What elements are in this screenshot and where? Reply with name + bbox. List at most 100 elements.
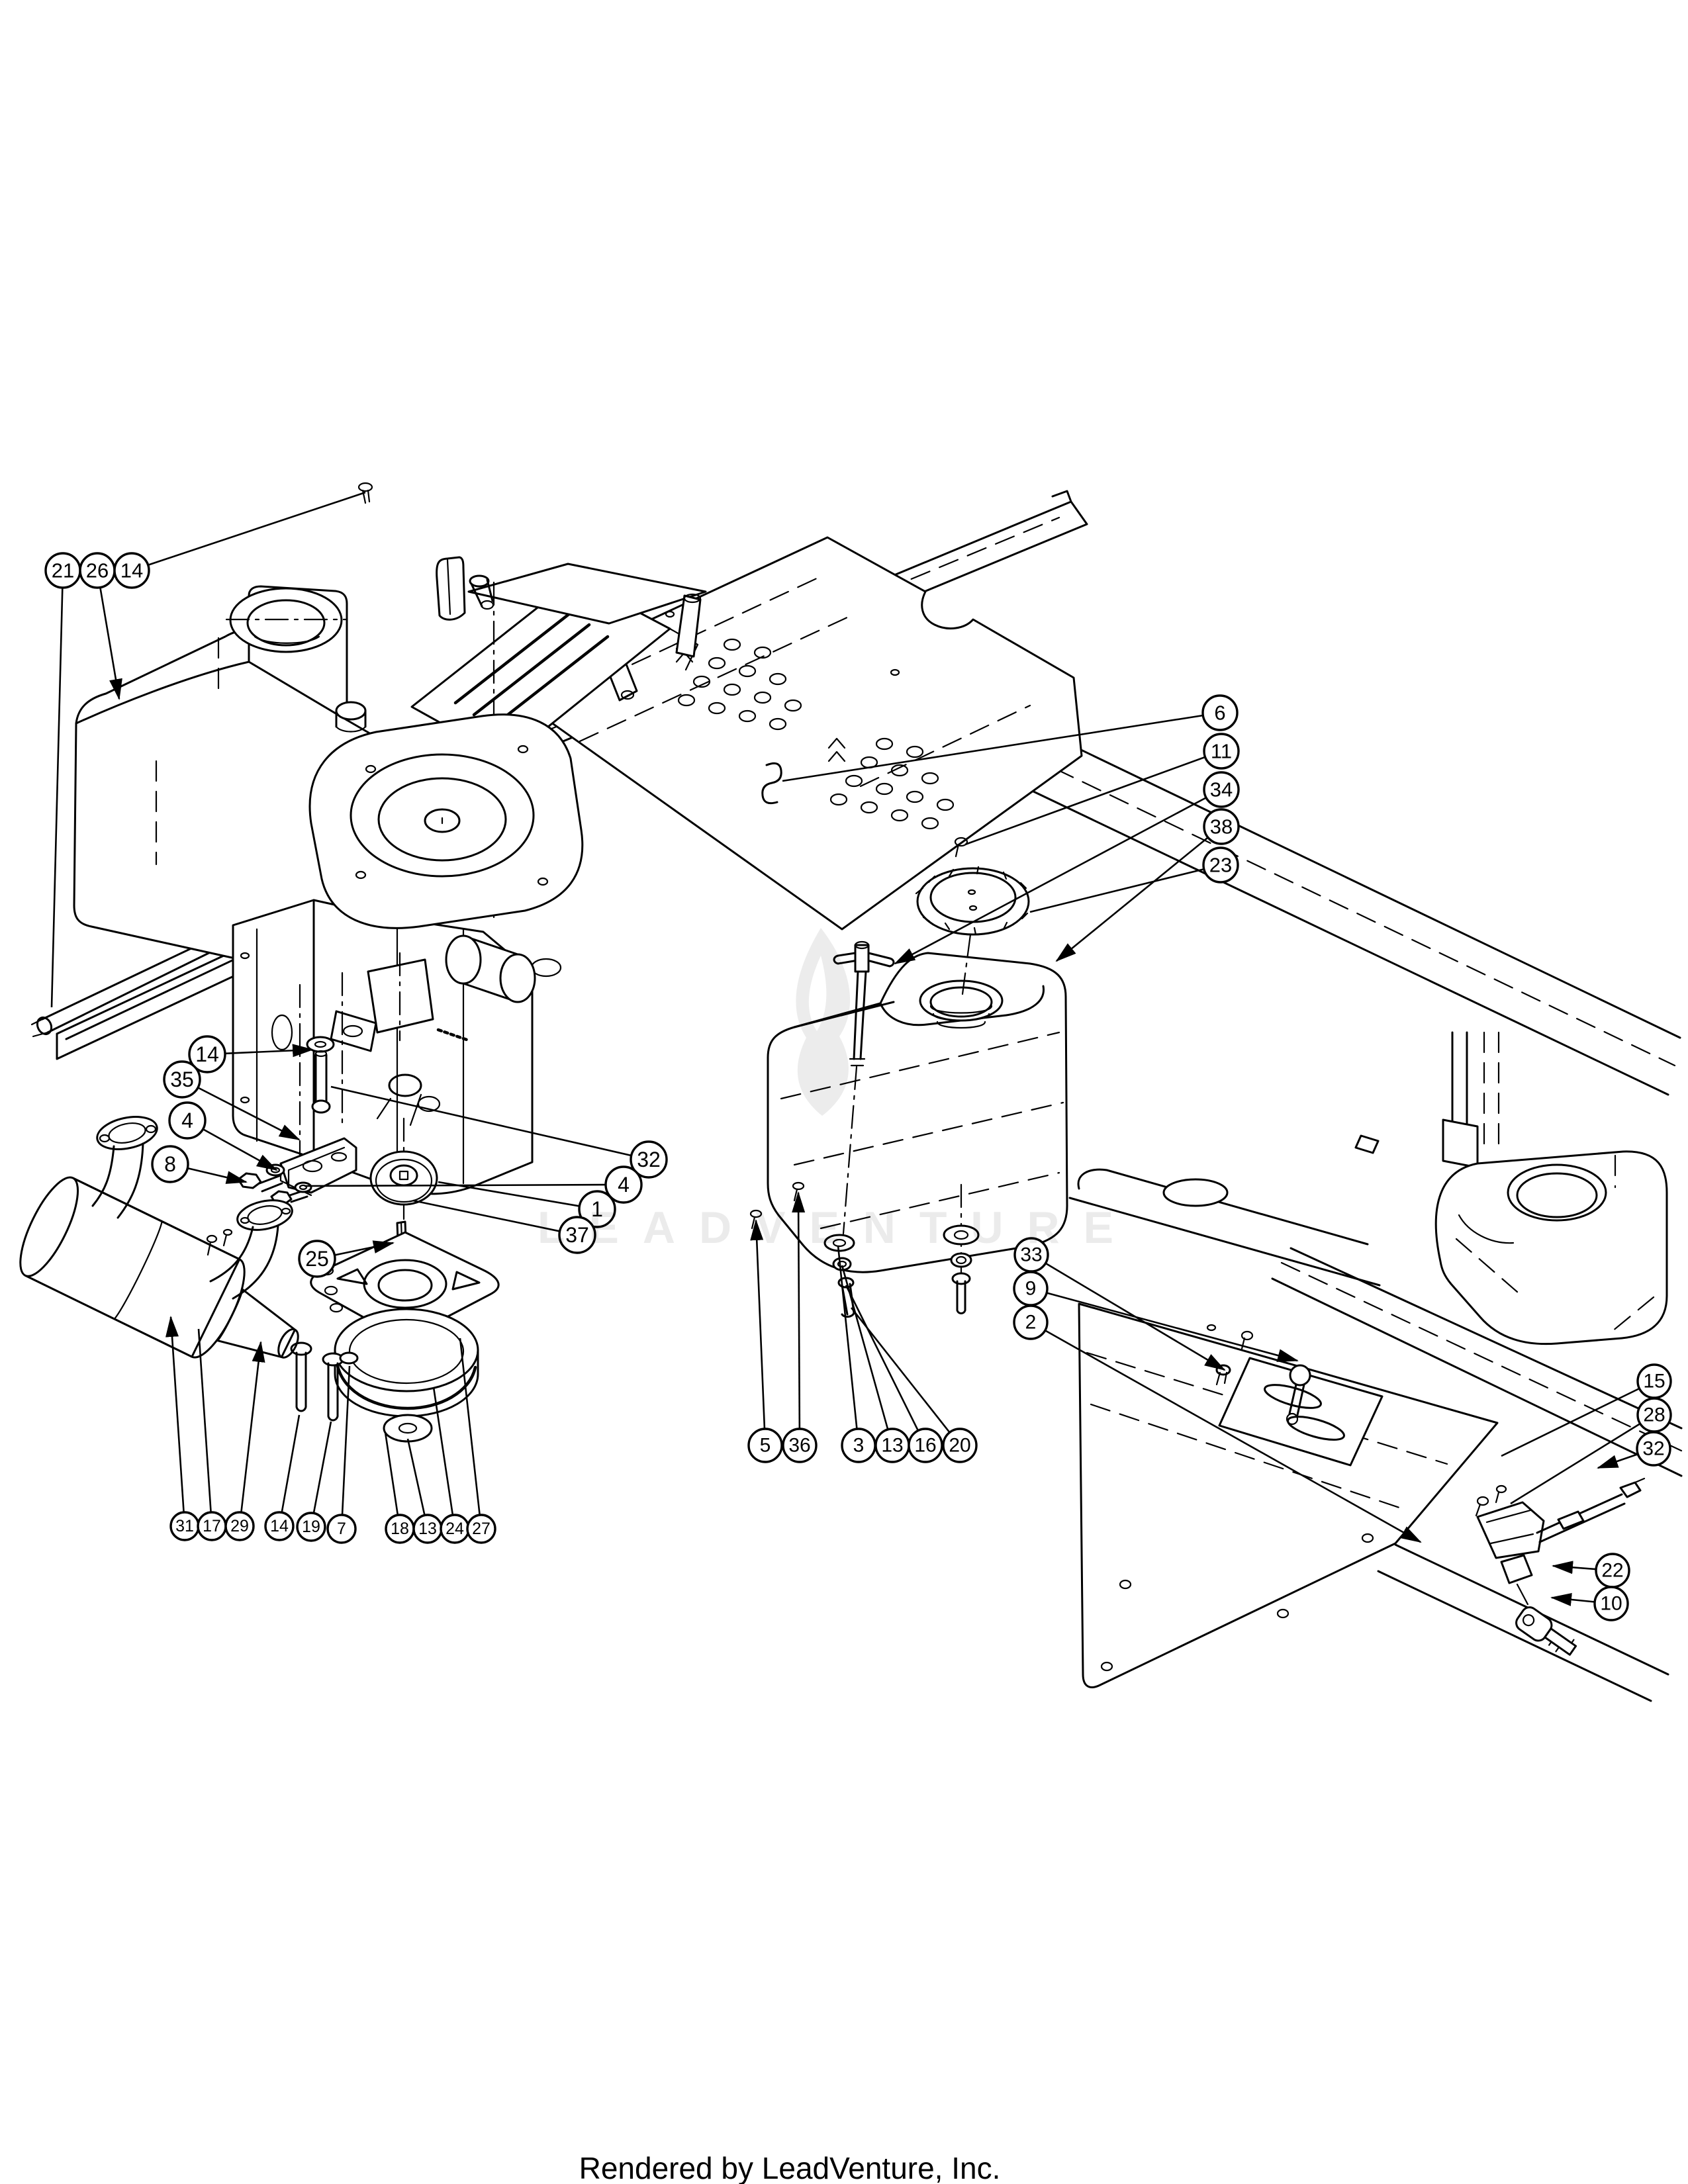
callout-balloon bbox=[942, 1428, 978, 1463]
callout-37[interactable]: 37 bbox=[412, 1199, 596, 1254]
callout-number: 21 bbox=[52, 559, 74, 582]
callout-19[interactable]: 19 bbox=[296, 1421, 332, 1542]
callout-number: 1 bbox=[591, 1197, 603, 1221]
fuel-fitting bbox=[335, 701, 367, 733]
callout-13[interactable]: 13 bbox=[406, 1438, 443, 1544]
fuel-cap-left bbox=[225, 587, 347, 653]
callout-number: 26 bbox=[86, 559, 109, 582]
clutch-plate bbox=[310, 1231, 500, 1333]
callout-number: 35 bbox=[170, 1068, 194, 1091]
callout-balloon bbox=[1636, 1431, 1671, 1467]
exhaust-pipe-right bbox=[209, 1199, 293, 1300]
callout-17[interactable]: 17 bbox=[197, 1328, 227, 1541]
callout-balloon bbox=[224, 1511, 255, 1541]
callout-number: 22 bbox=[1601, 1560, 1623, 1582]
callout-4[interactable]: 4 bbox=[304, 1165, 643, 1204]
callout-number: 2 bbox=[1025, 1312, 1037, 1334]
callout-number: 37 bbox=[565, 1223, 589, 1247]
callout-number: 28 bbox=[1643, 1404, 1665, 1426]
callout-balloon bbox=[298, 1240, 336, 1278]
footer: Rendered by LeadVenture, Inc. bbox=[579, 2151, 1001, 2184]
callout-13[interactable]: 13 bbox=[841, 1265, 910, 1463]
callout-6[interactable]: 6 bbox=[782, 694, 1239, 782]
callout-balloon bbox=[188, 1035, 226, 1073]
callout-number: 6 bbox=[1214, 702, 1225, 725]
callout-7[interactable]: 7 bbox=[326, 1365, 357, 1544]
console-tank bbox=[1434, 1150, 1668, 1345]
callout-2[interactable]: 2 bbox=[1013, 1304, 1422, 1543]
footer-credit: Rendered by LeadVenture, Inc. bbox=[579, 2151, 1001, 2184]
callout-number: 18 bbox=[391, 1520, 409, 1538]
callout-balloon bbox=[1201, 694, 1239, 731]
callout-number: 11 bbox=[1211, 740, 1232, 763]
callout-25[interactable]: 25 bbox=[298, 1240, 395, 1278]
callout-5[interactable]: 5 bbox=[747, 1219, 783, 1463]
callout-balloon bbox=[163, 1060, 201, 1099]
callout-number: 5 bbox=[760, 1435, 771, 1457]
callout-1[interactable]: 1 bbox=[438, 1181, 616, 1228]
callout-balloon bbox=[113, 552, 150, 589]
callout-number: 14 bbox=[270, 1517, 289, 1535]
callout-8[interactable]: 8 bbox=[151, 1145, 248, 1184]
callout-number: 36 bbox=[788, 1435, 810, 1457]
callout-11[interactable]: 11 bbox=[964, 733, 1240, 846]
callout-number: 3 bbox=[853, 1435, 865, 1457]
callout-22[interactable]: 22 bbox=[1552, 1553, 1630, 1588]
callout-balloon bbox=[1203, 733, 1240, 770]
callout-number: 25 bbox=[305, 1247, 329, 1271]
air-cleaner-cover bbox=[350, 753, 535, 878]
callout-10[interactable]: 10 bbox=[1550, 1586, 1629, 1621]
callout-36[interactable]: 36 bbox=[782, 1191, 818, 1463]
callout-balloon bbox=[326, 1514, 357, 1544]
callout-31[interactable]: 31 bbox=[165, 1316, 200, 1541]
callout-35[interactable]: 35 bbox=[163, 1060, 301, 1141]
callout-number: 23 bbox=[1209, 854, 1232, 877]
callout-38[interactable]: 38 bbox=[1055, 808, 1240, 962]
callout-32[interactable]: 32 bbox=[1597, 1431, 1671, 1469]
clutch-drum bbox=[334, 1308, 479, 1418]
callout-number: 13 bbox=[418, 1520, 437, 1538]
callout-balloon bbox=[1593, 1586, 1629, 1621]
throttle-cable bbox=[1475, 1477, 1646, 1608]
callout-27[interactable]: 27 bbox=[459, 1338, 496, 1544]
callout-number: 8 bbox=[164, 1152, 176, 1176]
callout-26[interactable]: 26 bbox=[79, 552, 122, 700]
callout-balloon bbox=[264, 1511, 295, 1541]
callout-20[interactable]: 20 bbox=[850, 1307, 978, 1463]
callout-balloon bbox=[296, 1512, 326, 1542]
frame-assembly bbox=[30, 482, 1681, 1096]
callout-29[interactable]: 29 bbox=[224, 1341, 265, 1541]
callout-34[interactable]: 34 bbox=[894, 771, 1240, 965]
callout-balloon bbox=[630, 1140, 668, 1179]
callout-4[interactable]: 4 bbox=[168, 1101, 278, 1171]
callout-3[interactable]: 3 bbox=[837, 1245, 876, 1463]
callout-balloon bbox=[604, 1165, 643, 1204]
callout-28[interactable]: 28 bbox=[1510, 1397, 1672, 1505]
callout-number: 32 bbox=[1642, 1438, 1664, 1460]
leadventure-flame-logo-icon bbox=[796, 928, 851, 1116]
callout-14[interactable]: 14 bbox=[264, 1414, 301, 1541]
callout-number: 13 bbox=[881, 1435, 903, 1457]
callout-number: 31 bbox=[175, 1517, 194, 1535]
choke-panel bbox=[1218, 1357, 1383, 1467]
callout-32[interactable]: 32 bbox=[330, 1085, 668, 1179]
callout-15[interactable]: 15 bbox=[1501, 1363, 1672, 1457]
callout-14[interactable]: 14 bbox=[188, 1035, 314, 1073]
callout-24[interactable]: 24 bbox=[432, 1387, 470, 1544]
callout-number: 34 bbox=[1210, 778, 1233, 801]
callout-number: 24 bbox=[445, 1520, 464, 1538]
callout-number: 9 bbox=[1025, 1278, 1037, 1300]
callout-balloon bbox=[1203, 808, 1240, 845]
callout-number: 10 bbox=[1600, 1593, 1622, 1615]
right-fuel-tank-assembly bbox=[749, 866, 1068, 1318]
callout-14[interactable]: 14 bbox=[113, 491, 366, 589]
callout-number: 7 bbox=[337, 1520, 346, 1538]
callout-balloon bbox=[1203, 771, 1240, 808]
watermark: LEADVENTURE bbox=[538, 928, 1113, 1253]
callout-23[interactable]: 23 bbox=[1029, 846, 1239, 913]
callout-number: 4 bbox=[618, 1173, 630, 1197]
throttle-lever bbox=[436, 556, 466, 621]
ignition-key bbox=[1515, 1606, 1577, 1656]
callout-16[interactable]: 16 bbox=[845, 1285, 943, 1463]
